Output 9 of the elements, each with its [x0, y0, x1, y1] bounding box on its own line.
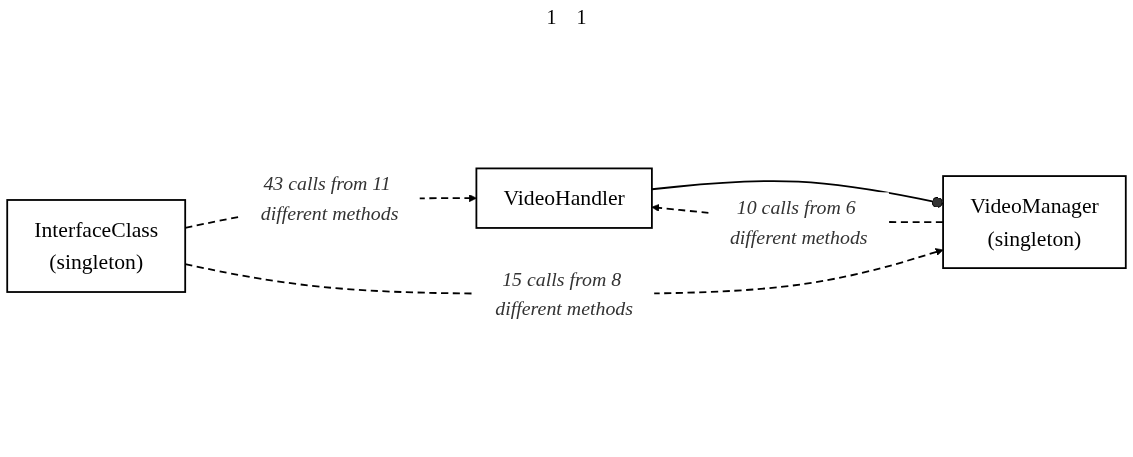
multiplicity-label: 1 — [546, 6, 557, 29]
node-box: VideoManager (singleton) — [942, 175, 1127, 269]
edge-label: 15 calls from 8 different methods — [495, 267, 633, 320]
edge-label: 43 calls from 11 different methods — [260, 172, 399, 225]
connector — [651, 180, 944, 208]
node-box: VideoHandler — [475, 167, 653, 229]
edge-label: 10 calls from 6 different methods — [729, 195, 868, 249]
node-box: InterfaceClass (singleton) — [6, 199, 187, 293]
multiplicity-label: 1 — [576, 6, 587, 29]
